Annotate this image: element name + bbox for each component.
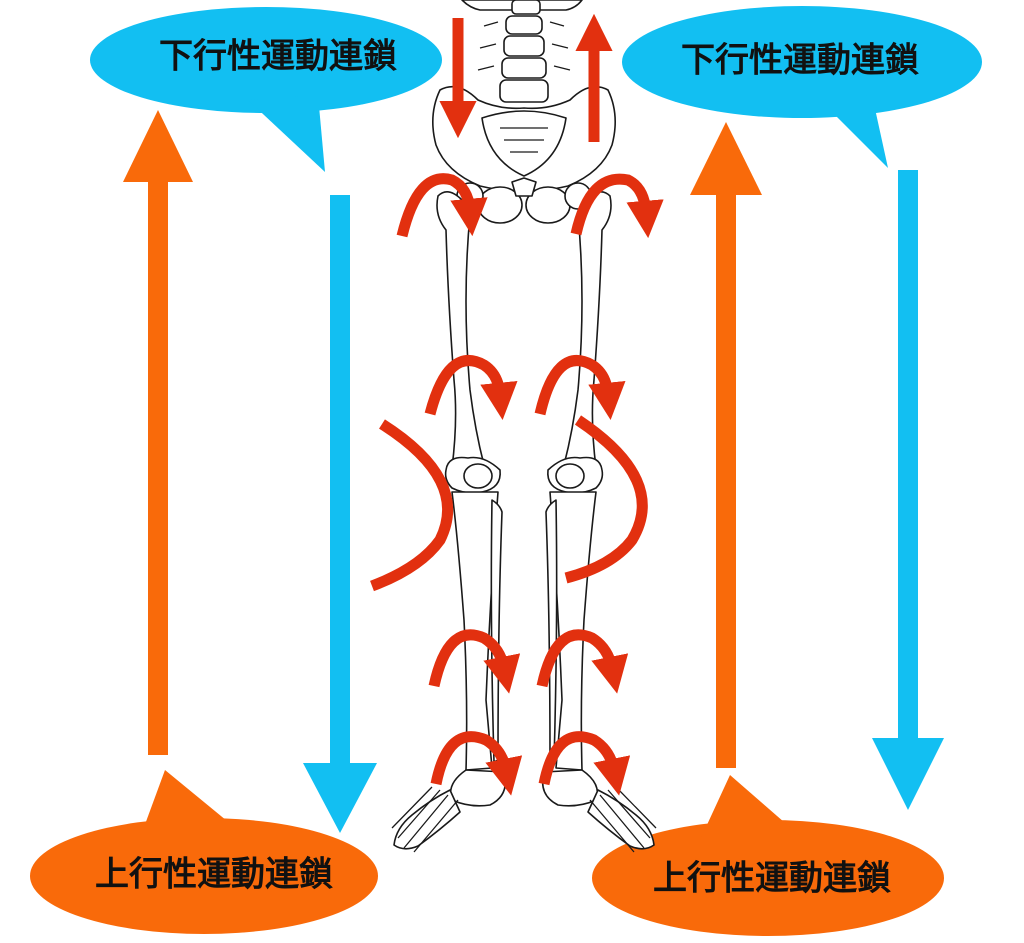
- descending-label-left: 下行性運動連鎖: [159, 37, 397, 77]
- descending-arrow-left: [303, 195, 377, 833]
- shin-right-rotation-arrow: [536, 629, 629, 694]
- ascending-arrow-left: [123, 110, 193, 755]
- descending-bubble-left: 下行性運動連鎖: [90, 7, 442, 172]
- lumbar-spine: [461, 0, 583, 103]
- ascending-bubble-left: 上行性運動連鎖: [30, 770, 378, 934]
- skeleton-illustration: [391, 0, 657, 853]
- knee-left-valgus-curve: [370, 419, 454, 592]
- thigh-left-rotation-arrow: [424, 355, 518, 421]
- ascending-bubble-right: 上行性運動連鎖: [592, 775, 944, 936]
- descending-label-right: 下行性運動連鎖: [681, 41, 919, 81]
- ascending-arrow-right: [690, 122, 762, 768]
- knee-right-valgus-curve: [564, 415, 648, 584]
- ankle-right-rotation-arrow: [538, 731, 631, 796]
- knee-right: [547, 456, 604, 494]
- ankle-left-rotation-arrow: [430, 731, 523, 796]
- foot-left: [391, 769, 507, 853]
- hip-left-rotation-arrow: [396, 173, 488, 238]
- femur-left: [436, 182, 485, 469]
- hip-right-rotation-arrow: [570, 173, 664, 239]
- descending-bubble-right: 下行性運動連鎖: [622, 6, 982, 168]
- rotation-arrows: [370, 13, 664, 796]
- ascending-label-right: 上行性運動連鎖: [653, 859, 891, 899]
- shin-left-rotation-arrow: [428, 629, 521, 694]
- foot-right: [541, 769, 657, 853]
- descending-arrow-right: [872, 170, 944, 810]
- knee-left: [444, 456, 501, 494]
- pelvis: [432, 85, 616, 224]
- ascending-label-left: 上行性運動連鎖: [95, 855, 333, 895]
- thigh-right-rotation-arrow: [534, 355, 626, 421]
